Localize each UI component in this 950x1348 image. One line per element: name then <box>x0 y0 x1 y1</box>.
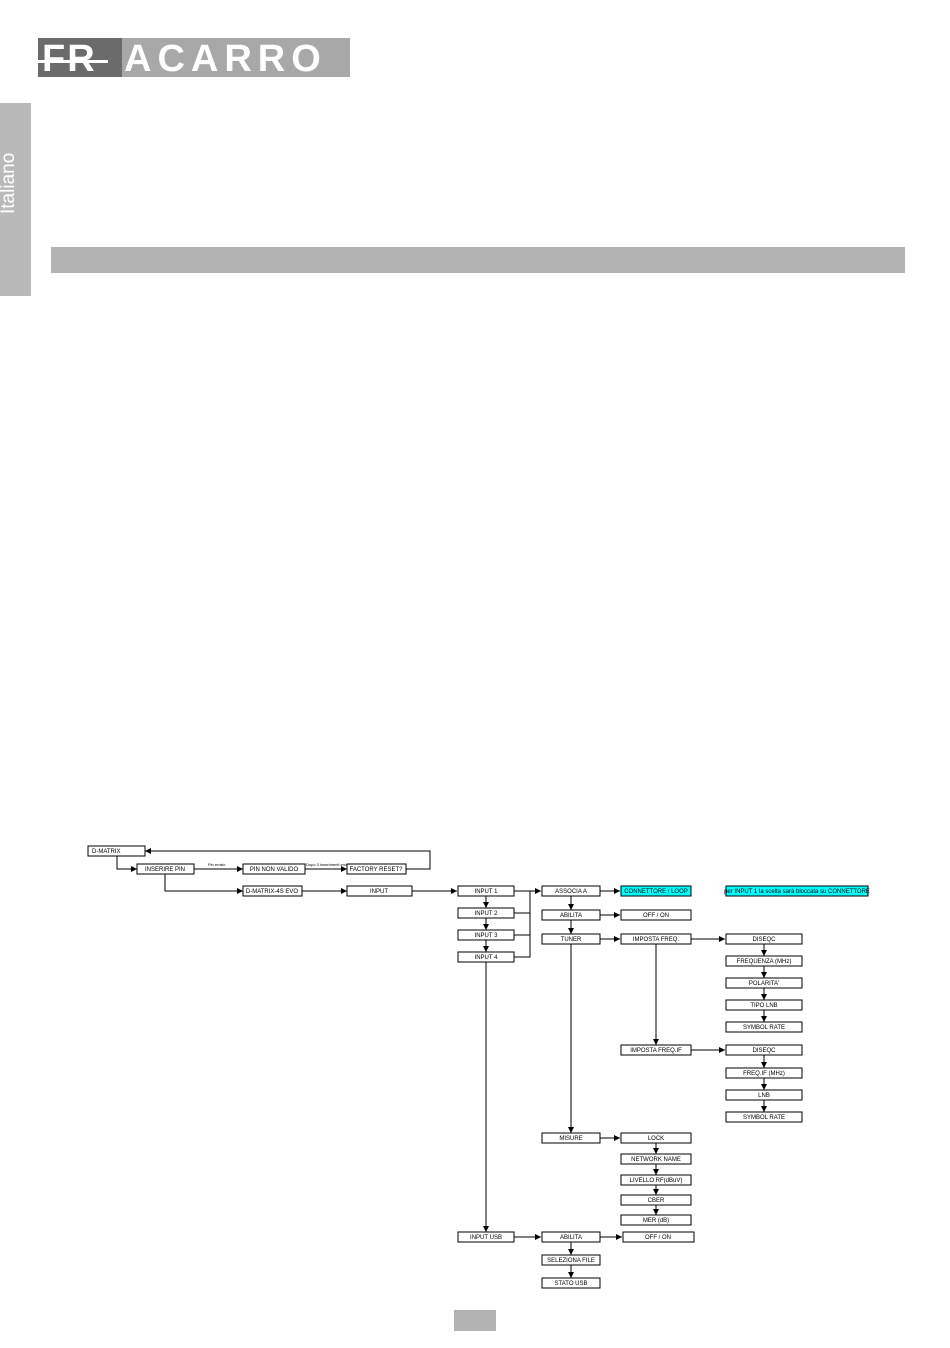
node-freq-if: FREQ.IF (MHz) <box>725 1067 803 1079</box>
svg-text:STATO USB: STATO USB <box>554 1281 587 1287</box>
svg-text:INSERIRE PIN: INSERIRE PIN <box>145 867 185 873</box>
svg-text:D-MATRIX: D-MATRIX <box>92 849 121 855</box>
node-associa: ASSOCIA A <box>541 885 601 897</box>
svg-text:IMPOSTA FREQ.IF: IMPOSTA FREQ.IF <box>630 1048 682 1054</box>
node-input: INPUT <box>346 885 413 897</box>
node-network-name: NETWORK NAME <box>620 1153 692 1165</box>
logo-text-right: ACARRO <box>124 38 327 77</box>
node-note-input1: per INPUT 1 la scelta sarà bloccata su C… <box>724 885 870 897</box>
svg-text:LNB: LNB <box>758 1093 770 1099</box>
node-dmatrix-evo: D-MATRIX-4S EVO <box>242 885 303 897</box>
node-mer: MER (dB) <box>620 1214 692 1226</box>
svg-text:TIPO LNB: TIPO LNB <box>750 1003 777 1009</box>
node-input1: INPUT 1 <box>457 885 515 897</box>
svg-text:OFF / ON: OFF / ON <box>645 1235 671 1241</box>
edges <box>116 848 767 1278</box>
svg-text:POLARITA': POLARITA' <box>749 981 779 987</box>
svg-text:TUNER: TUNER <box>561 937 582 943</box>
node-symbol-rate-1: SYMBOL RATE <box>725 1021 803 1033</box>
page-number-box <box>454 1310 496 1331</box>
node-dmatrix: D-MATRIX <box>87 845 146 857</box>
node-stato-usb: STATO USB <box>541 1277 601 1289</box>
edge-dmatrix-pin <box>116 856 137 872</box>
node-diseqc-2: DISEQC <box>725 1044 803 1056</box>
svg-text:per INPUT 1 la scelta sarà blo: per INPUT 1 la scelta sarà bloccata su C… <box>724 889 870 895</box>
node-cber: CBER <box>620 1194 692 1206</box>
svg-text:ASSOCIA A: ASSOCIA A <box>555 889 587 895</box>
svg-text:PIN NON VALIDO: PIN NON VALIDO <box>250 867 299 873</box>
svg-text:FREQ.IF (MHz): FREQ.IF (MHz) <box>743 1071 785 1077</box>
edge-pin-evo <box>164 874 243 894</box>
svg-text:OFF / ON: OFF / ON <box>643 913 669 919</box>
node-tuner: TUNER <box>541 933 601 945</box>
node-input2: INPUT 2 <box>457 907 515 919</box>
edge-input4-bracket <box>514 935 531 958</box>
svg-text:FREQUENZA (MHz): FREQUENZA (MHz) <box>737 959 792 965</box>
svg-text:INPUT 1: INPUT 1 <box>475 889 499 895</box>
svg-text:NETWORK NAME: NETWORK NAME <box>631 1157 681 1163</box>
edge-input2-bracket <box>514 891 531 914</box>
node-connettore: CONNETTORE / LOOP <box>620 885 692 897</box>
node-pin-non-valido: PIN NON VALIDO <box>242 863 306 875</box>
language-tab <box>0 103 31 296</box>
node-lnb: LNB <box>725 1089 803 1101</box>
node-symbol-rate-2: SYMBOL RATE <box>725 1111 803 1123</box>
svg-text:CONNETTORE / LOOP: CONNETTORE / LOOP <box>624 889 688 895</box>
svg-text:INPUT 2: INPUT 2 <box>475 911 499 917</box>
svg-text:DISEQC: DISEQC <box>752 937 776 943</box>
node-misure: MISURE <box>541 1132 601 1144</box>
svg-text:CBER: CBER <box>648 1198 665 1204</box>
node-inserire-pin: INSERIRE PIN <box>136 863 195 875</box>
svg-text:MISURE: MISURE <box>559 1136 582 1142</box>
node-abilita: ABILITA <box>541 909 601 921</box>
svg-text:DISEQC: DISEQC <box>752 1048 776 1054</box>
edge-label-pin-errato: Pin errato <box>208 862 226 867</box>
node-tipo-lnb: TIPO LNB <box>725 999 803 1011</box>
edge-input3-bracket <box>514 913 531 936</box>
svg-text:FACTORY RESET?: FACTORY RESET? <box>349 867 403 873</box>
svg-text:ABILITA: ABILITA <box>560 913 582 919</box>
svg-text:ABILITA: ABILITA <box>560 1235 582 1241</box>
svg-text:MER (dB): MER (dB) <box>643 1218 669 1224</box>
node-seleziona-file: SELEZIONA FILE <box>541 1254 601 1266</box>
node-diseqc-1: DISEQC <box>725 933 803 945</box>
node-livello-rf: LIVELLO RF(dBuV) <box>620 1174 692 1186</box>
node-factory-reset: FACTORY RESET? <box>346 863 407 875</box>
node-off-on: OFF / ON <box>620 909 692 921</box>
edge-label-dopo-tentativi: Dopo 3 inserimenti errati <box>306 862 350 867</box>
fracarro-logo: FR ACARRO <box>38 38 350 77</box>
node-imposta-freq: IMPOSTA FREQ. <box>620 933 692 945</box>
svg-text:SYMBOL RATE: SYMBOL RATE <box>743 1115 785 1121</box>
svg-text:IMPOSTA FREQ.: IMPOSTA FREQ. <box>633 937 680 943</box>
svg-text:INPUT USB: INPUT USB <box>470 1235 502 1241</box>
node-frequenza: FREQUENZA (MHz) <box>725 955 803 967</box>
svg-text:LIVELLO RF(dBuV): LIVELLO RF(dBuV) <box>630 1178 683 1184</box>
edge-reset-loop <box>145 848 431 870</box>
section-header-bar <box>51 247 905 273</box>
svg-text:LOCK: LOCK <box>648 1136 664 1142</box>
node-off-on-usb: OFF / ON <box>622 1231 695 1243</box>
node-polarita: POLARITA' <box>725 977 803 989</box>
node-input3: INPUT 3 <box>457 929 515 941</box>
logo-text-left: FR <box>42 38 97 77</box>
svg-text:SYMBOL RATE: SYMBOL RATE <box>743 1025 785 1031</box>
svg-text:SELEZIONA FILE: SELEZIONA FILE <box>547 1258 595 1264</box>
node-lock: LOCK <box>620 1132 692 1144</box>
node-input-usb: INPUT USB <box>457 1231 515 1243</box>
node-abilita-usb: ABILITA <box>541 1231 601 1243</box>
svg-text:INPUT 3: INPUT 3 <box>475 933 499 939</box>
svg-text:INPUT 4: INPUT 4 <box>475 955 499 961</box>
node-input4: INPUT 4 <box>457 951 515 963</box>
svg-text:INPUT: INPUT <box>370 889 388 895</box>
node-imposta-freq-if: IMPOSTA FREQ.IF <box>620 1044 692 1056</box>
svg-text:D-MATRIX-4S EVO: D-MATRIX-4S EVO <box>246 889 299 895</box>
